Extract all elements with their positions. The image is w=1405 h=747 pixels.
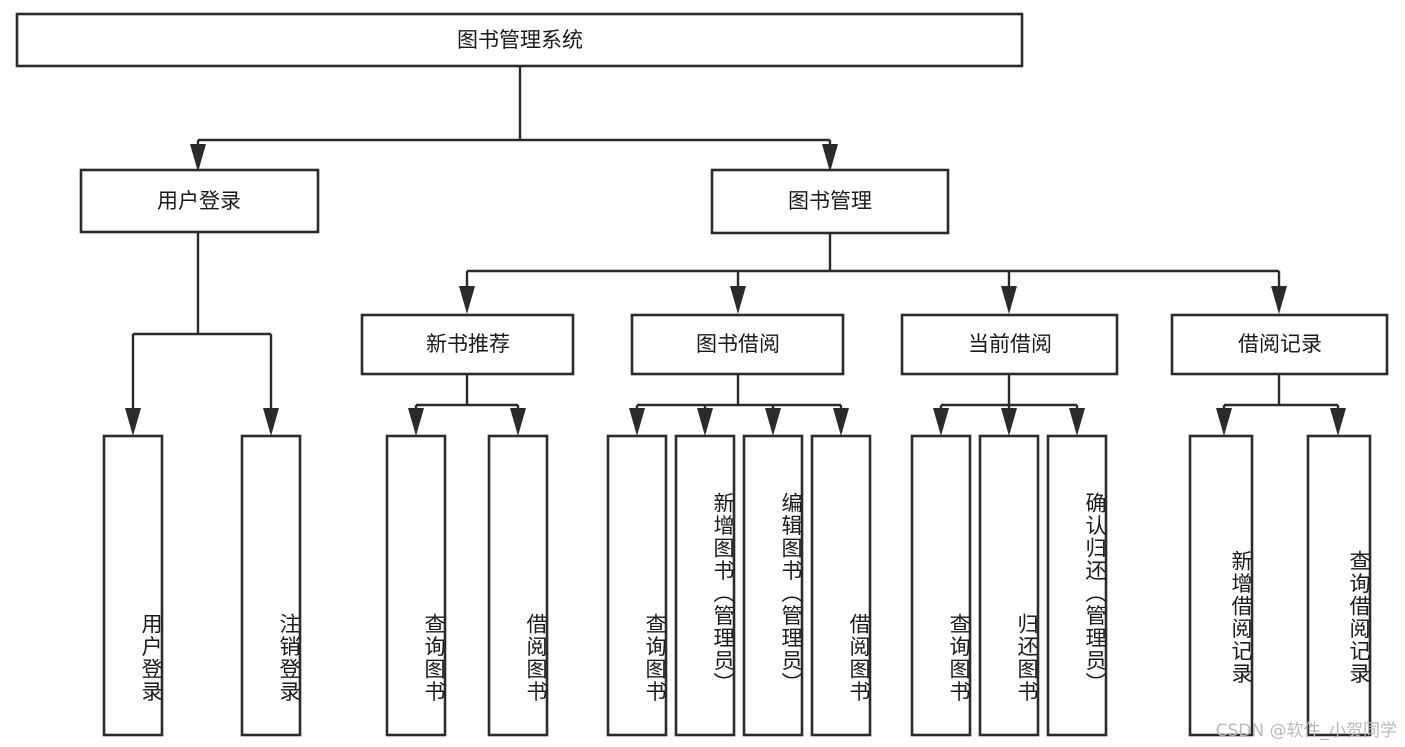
arrow-head-leaf-nbr-1 [408, 408, 424, 436]
node-borrow-record-label: 借阅记录 [1238, 332, 1322, 356]
node-root-book-management-system[interactable] [15, 12, 1024, 68]
leaf-box-bb-3[interactable] [742, 434, 804, 737]
node-user-login[interactable] [79, 168, 320, 234]
node-new-book-recommend[interactable] [360, 313, 575, 376]
node-current-borrow[interactable] [900, 313, 1119, 376]
arrow-head-leaf-cb-3 [1069, 408, 1085, 436]
arrow-head-leaf-bb-4 [833, 408, 849, 436]
arrow-head-leaf-bb-2 [697, 408, 713, 436]
arrow-head-current-borrow [1001, 286, 1017, 314]
node-root-label: 图书管理系统 [457, 28, 583, 52]
arrow-head-user-login [190, 144, 206, 172]
connector-group-new-book-recommend [408, 374, 526, 436]
node-book-management[interactable] [710, 168, 950, 235]
connector-group-current-borrow [933, 374, 1085, 436]
arrow-head-leaf-cb-1 [933, 408, 949, 436]
node-new-book-recommend-label: 新书推荐 [426, 332, 510, 356]
connector-group-book-mgmt [459, 233, 1287, 314]
leaf-box-cb-1[interactable] [910, 434, 972, 737]
arrow-head-leaf-br-2 [1330, 408, 1346, 436]
arrow-head-leaf-cb-2 [1001, 408, 1017, 436]
leaf-box-cb-2[interactable] [978, 434, 1040, 737]
leaf-box-user-login-2[interactable] [240, 434, 302, 737]
arrow-head-leaf-user-login-2 [263, 408, 279, 436]
arrow-head-leaf-bb-3 [765, 408, 781, 436]
arrow-head-leaf-nbr-2 [510, 408, 526, 436]
connector-group-book-borrow [629, 374, 849, 436]
leaf-box-bb-2[interactable] [674, 434, 736, 737]
leaf-box-nbr-1[interactable] [385, 434, 447, 737]
connector-group-user-login [125, 232, 279, 436]
leaf-box-cb-3[interactable] [1046, 434, 1108, 737]
leaf-box-bb-1[interactable] [606, 434, 668, 737]
leaf-box-bb-4[interactable] [810, 434, 872, 737]
arrow-head-book-borrow [730, 286, 746, 314]
node-current-borrow-label: 当前借阅 [968, 332, 1052, 356]
connector-group-root [190, 66, 838, 172]
node-book-borrow[interactable] [630, 313, 845, 376]
node-user-login-label: 用户登录 [157, 189, 241, 213]
leaf-box-nbr-2[interactable] [487, 434, 549, 737]
arrow-head-leaf-br-1 [1216, 408, 1232, 436]
arrow-head-leaf-bb-1 [629, 408, 645, 436]
leaf-box-br-2[interactable] [1306, 434, 1372, 737]
leaf-box-user-login-1[interactable] [102, 434, 164, 737]
leaf-box-br-1[interactable] [1188, 434, 1254, 737]
csdn-watermark: CSDN @软件_小贺同学 [1215, 721, 1397, 741]
node-book-management-label: 图书管理 [788, 189, 872, 213]
arrow-head-new-book-recommend [459, 286, 475, 314]
arrow-head-borrow-record [1271, 286, 1287, 314]
node-borrow-record[interactable] [1170, 313, 1389, 376]
node-book-borrow-label: 图书借阅 [696, 332, 780, 356]
arrow-head-book-mgmt [822, 144, 838, 172]
arrow-head-leaf-user-login-1 [125, 408, 141, 436]
connector-group-borrow-record [1216, 374, 1346, 436]
